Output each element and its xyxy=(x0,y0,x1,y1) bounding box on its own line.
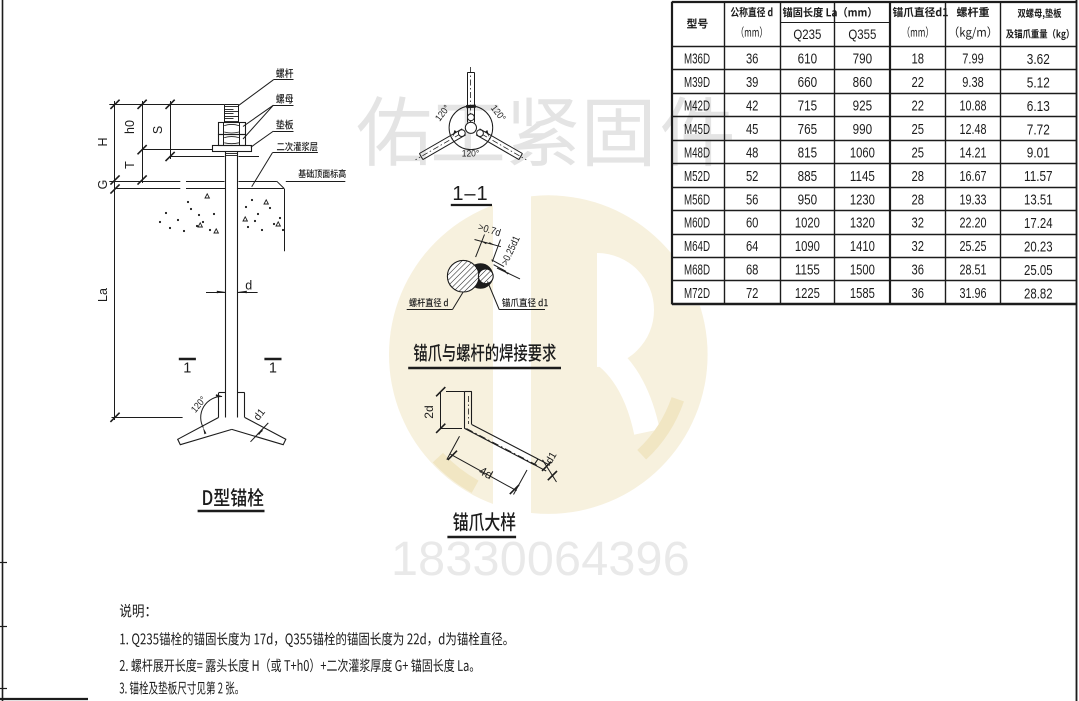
svg-text:1585: 1585 xyxy=(850,286,875,302)
svg-text:3.62: 3.62 xyxy=(1027,51,1050,68)
svg-text:610: 610 xyxy=(798,52,818,68)
svg-text:17.24: 17.24 xyxy=(1024,215,1053,232)
svg-text:32: 32 xyxy=(912,239,925,255)
svg-text:32: 32 xyxy=(912,216,925,232)
svg-text:22: 22 xyxy=(912,75,925,91)
svg-text:22.20: 22.20 xyxy=(960,216,987,232)
svg-text:1320: 1320 xyxy=(850,216,875,232)
svg-text:6.13: 6.13 xyxy=(1027,98,1050,115)
svg-text:10.88: 10.88 xyxy=(960,98,987,114)
svg-text:1145: 1145 xyxy=(850,169,875,185)
svg-text:4d: 4d xyxy=(477,464,495,483)
svg-text:M52D: M52D xyxy=(684,169,710,185)
svg-text:La: La xyxy=(96,288,110,302)
svg-text:16.67: 16.67 xyxy=(960,169,987,185)
svg-text:885: 885 xyxy=(798,169,818,185)
svg-text:1500: 1500 xyxy=(850,263,875,279)
svg-text:72: 72 xyxy=(746,286,759,302)
svg-text:1410: 1410 xyxy=(850,239,875,255)
svg-text:45: 45 xyxy=(746,122,759,138)
svg-text:9.38: 9.38 xyxy=(962,75,984,91)
svg-text:d1: d1 xyxy=(251,406,268,423)
svg-text:T: T xyxy=(123,161,137,169)
svg-text:60: 60 xyxy=(746,216,759,232)
svg-text:1225: 1225 xyxy=(795,286,820,302)
svg-text:28.82: 28.82 xyxy=(1024,286,1053,303)
svg-text:860: 860 xyxy=(853,75,873,91)
svg-text:1230: 1230 xyxy=(850,192,875,208)
svg-text:25: 25 xyxy=(912,145,925,161)
svg-text:660: 660 xyxy=(798,75,818,91)
svg-text:22: 22 xyxy=(912,98,925,114)
svg-text:1155: 1155 xyxy=(795,263,820,279)
svg-text:28.51: 28.51 xyxy=(960,263,987,279)
svg-text:1060: 1060 xyxy=(850,145,875,161)
svg-text:M45D: M45D xyxy=(684,122,710,138)
svg-text:18330064396: 18330064396 xyxy=(391,532,690,586)
svg-text:765: 765 xyxy=(798,122,818,138)
svg-text:9.01: 9.01 xyxy=(1027,145,1050,162)
svg-text:925: 925 xyxy=(853,98,873,114)
svg-text:25.25: 25.25 xyxy=(960,239,987,255)
svg-text:7.99: 7.99 xyxy=(962,52,984,68)
svg-text:12.48: 12.48 xyxy=(960,122,987,138)
svg-text:790: 790 xyxy=(853,52,873,68)
svg-text:48: 48 xyxy=(746,145,759,161)
svg-text:815: 815 xyxy=(798,145,818,161)
svg-text:14.21: 14.21 xyxy=(960,145,987,161)
svg-text:120°: 120° xyxy=(462,149,480,160)
svg-text:36: 36 xyxy=(746,52,759,68)
svg-text:1020: 1020 xyxy=(795,216,820,232)
svg-text:M39D: M39D xyxy=(684,75,710,91)
svg-text:36: 36 xyxy=(912,286,925,302)
svg-text:M60D: M60D xyxy=(684,216,710,232)
svg-text:5.12: 5.12 xyxy=(1027,74,1050,91)
svg-text:M64D: M64D xyxy=(684,239,710,255)
svg-text:64: 64 xyxy=(746,239,759,255)
svg-text:990: 990 xyxy=(853,122,873,138)
svg-text:19.33: 19.33 xyxy=(960,192,987,208)
svg-text:52: 52 xyxy=(746,169,759,185)
svg-text:M72D: M72D xyxy=(684,286,710,302)
svg-text:M42D: M42D xyxy=(684,98,710,114)
svg-text:13.51: 13.51 xyxy=(1024,192,1053,209)
svg-text:28: 28 xyxy=(912,192,925,208)
svg-text:M56D: M56D xyxy=(684,192,710,208)
svg-text:M48D: M48D xyxy=(684,145,710,161)
svg-text:M36D: M36D xyxy=(684,52,710,68)
svg-text:G: G xyxy=(96,180,110,190)
svg-text:25.05: 25.05 xyxy=(1024,262,1053,279)
svg-text:1–1: 1–1 xyxy=(452,183,488,205)
svg-text:28: 28 xyxy=(912,169,925,185)
svg-text:S: S xyxy=(151,126,165,134)
svg-text:11.57: 11.57 xyxy=(1024,168,1053,185)
svg-text:18: 18 xyxy=(912,52,925,68)
svg-text:d1: d1 xyxy=(543,450,559,466)
svg-text:31.96: 31.96 xyxy=(960,286,987,302)
svg-text:Q355: Q355 xyxy=(848,26,876,42)
svg-text:1: 1 xyxy=(269,361,277,377)
svg-text:715: 715 xyxy=(798,98,818,114)
svg-text:7.72: 7.72 xyxy=(1027,121,1050,138)
svg-text:d: d xyxy=(245,279,252,293)
svg-text:20.23: 20.23 xyxy=(1024,239,1053,256)
svg-text:Q235: Q235 xyxy=(793,26,821,42)
svg-text:36: 36 xyxy=(912,263,925,279)
svg-text:25: 25 xyxy=(912,122,925,138)
svg-text:120°: 120° xyxy=(189,395,209,416)
svg-text:56: 56 xyxy=(746,192,759,208)
svg-text:H: H xyxy=(96,137,110,146)
svg-text:68: 68 xyxy=(746,263,759,279)
svg-text:950: 950 xyxy=(798,192,818,208)
svg-text:M68D: M68D xyxy=(684,263,710,279)
svg-text:2d: 2d xyxy=(422,405,436,418)
svg-text:1: 1 xyxy=(183,361,191,377)
svg-text:39: 39 xyxy=(746,75,759,91)
svg-text:42: 42 xyxy=(746,98,759,114)
svg-text:h0: h0 xyxy=(123,120,137,134)
svg-text:1090: 1090 xyxy=(795,239,820,255)
